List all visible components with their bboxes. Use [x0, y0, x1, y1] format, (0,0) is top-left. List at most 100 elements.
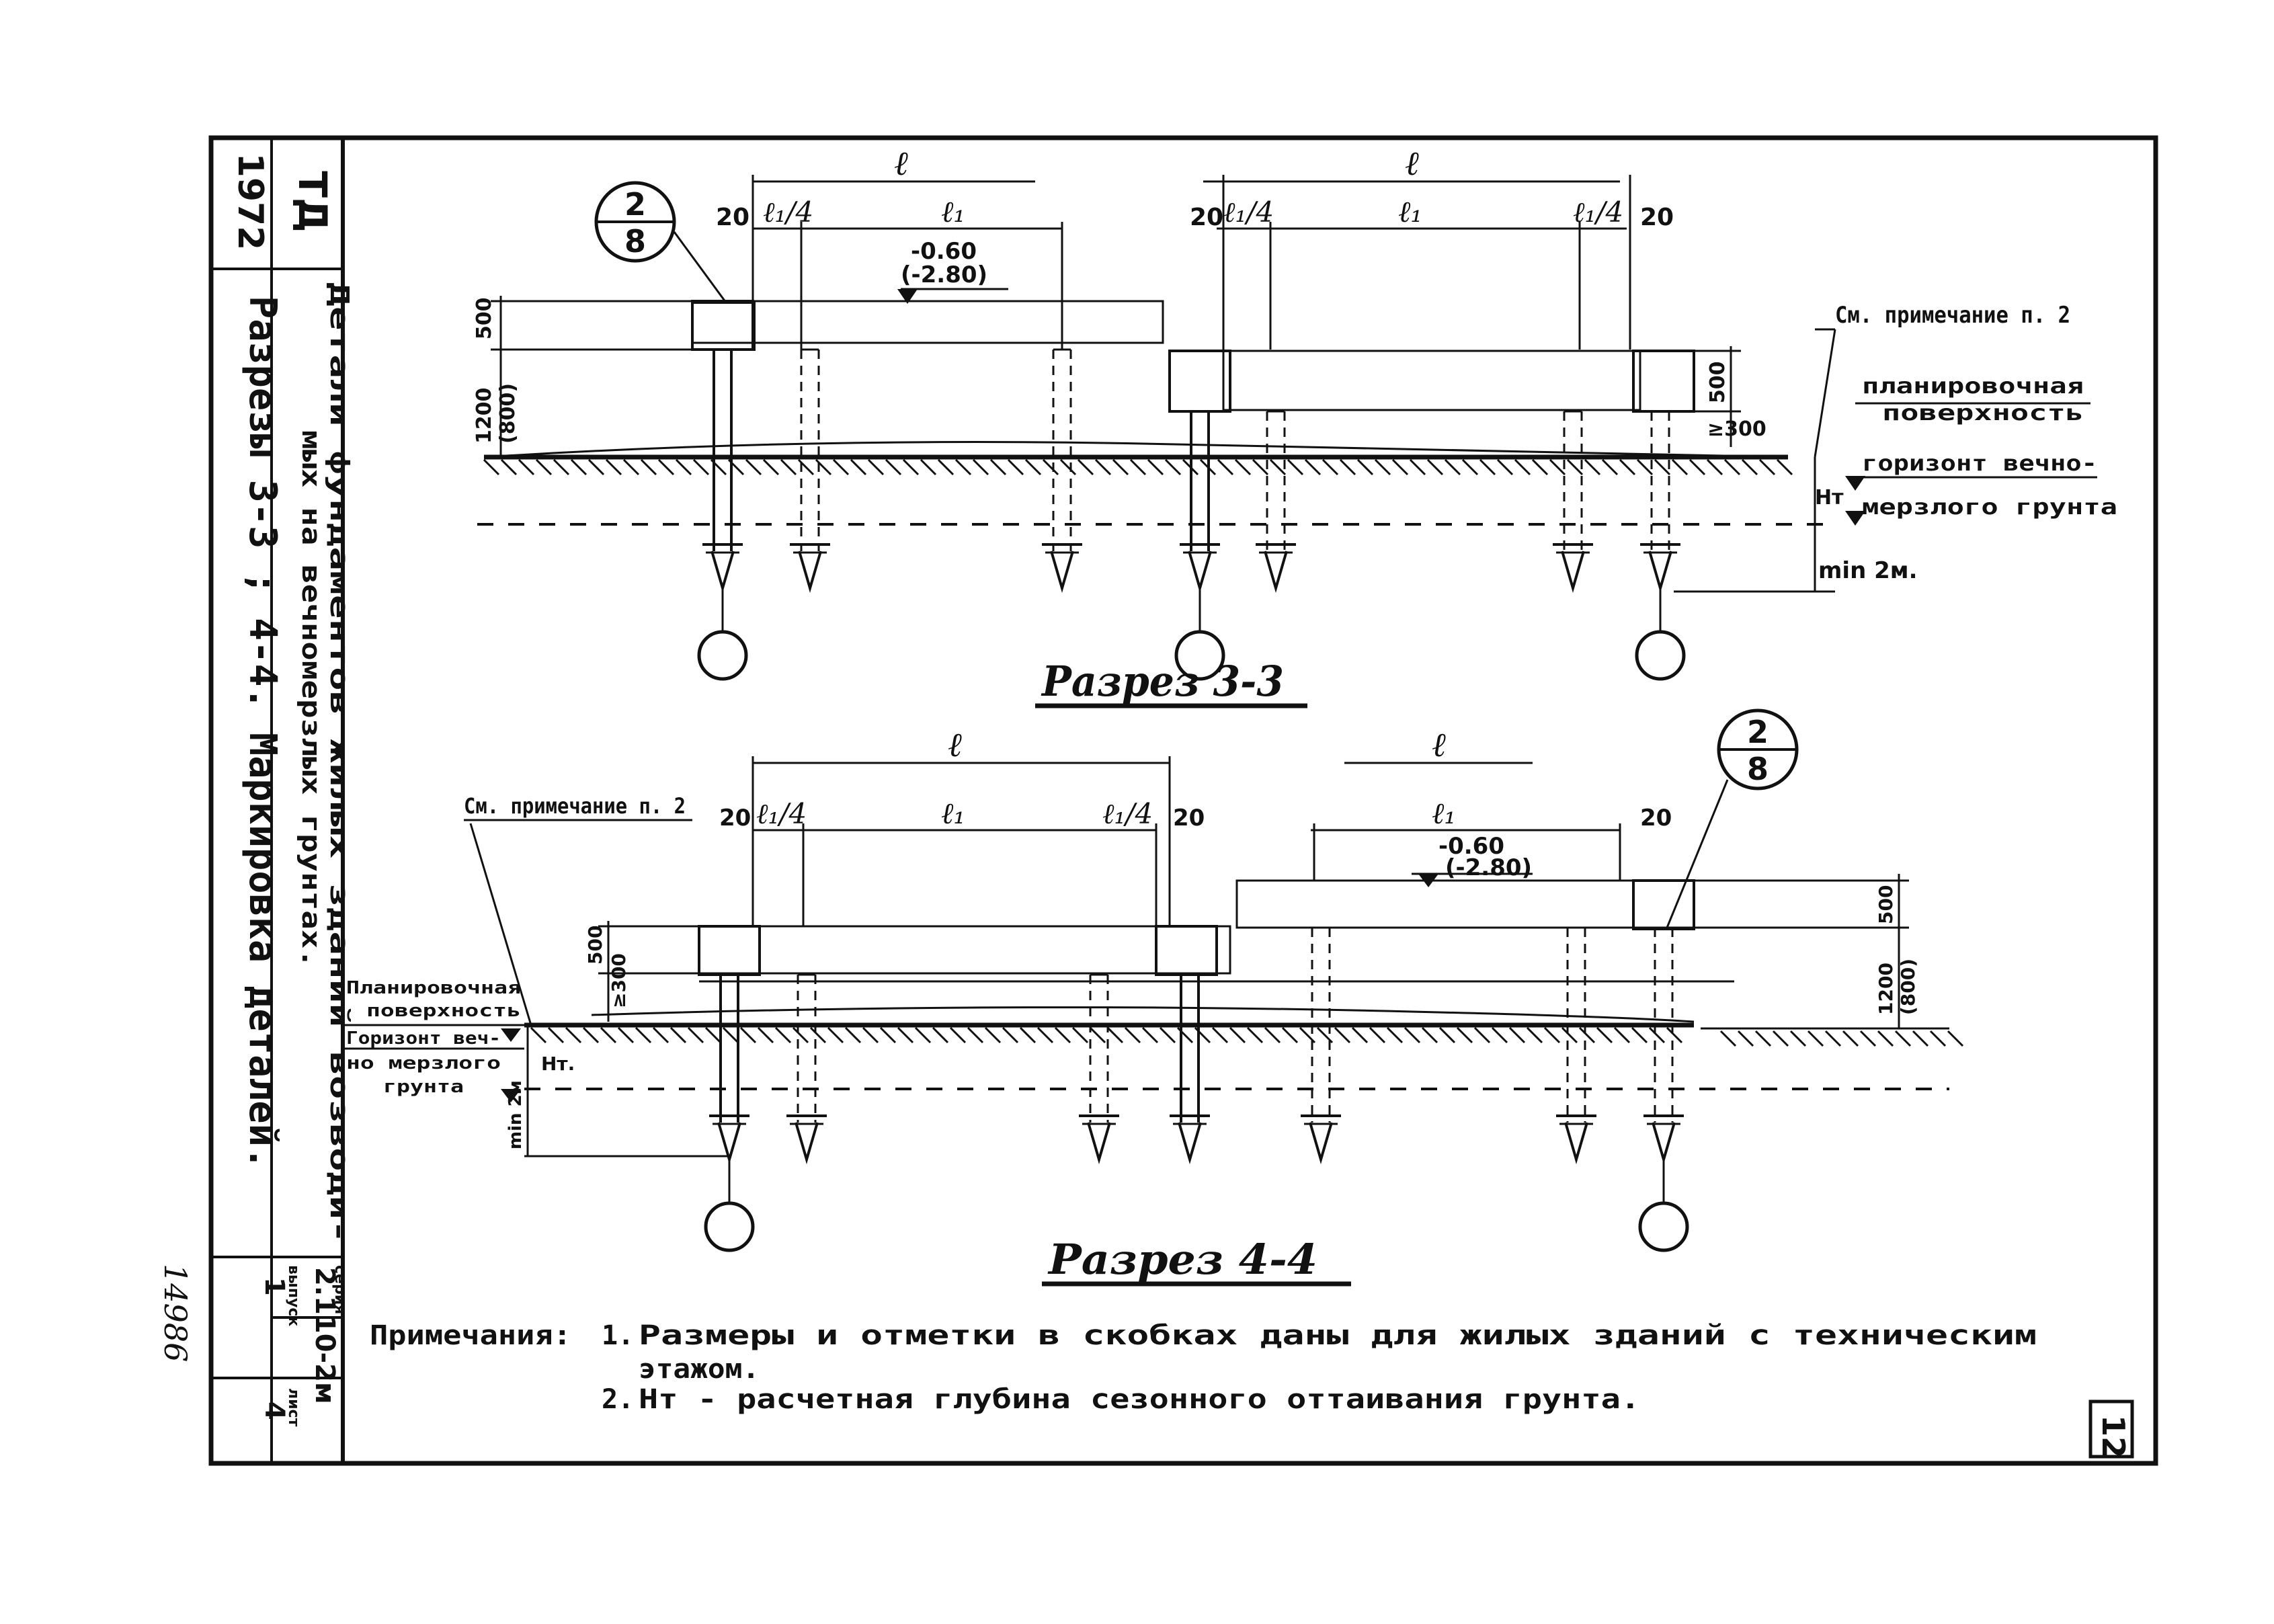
ground-hatch-stroke — [1444, 458, 1461, 476]
page-number: 12 — [2095, 1415, 2131, 1458]
ground-hatch-stroke — [1269, 458, 1287, 476]
ground-hatch-stroke — [1754, 1030, 1772, 1047]
label-3-3-surface-2: поверхность — [1882, 400, 2084, 425]
ground-hatch-stroke — [897, 1026, 914, 1044]
ground-hatch-stroke — [1217, 458, 1234, 476]
ground-hatch-stroke — [780, 458, 797, 476]
pile-tip — [1648, 551, 1672, 594]
ground-hatch-stroke — [1426, 458, 1444, 476]
ground-hatch-stroke — [1654, 458, 1671, 476]
ground-hatch-stroke — [1129, 458, 1147, 476]
stamp-sheet-value: 4 — [259, 1402, 290, 1420]
ground-hatch-stroke — [879, 1026, 897, 1044]
ground-hatch-stroke — [1473, 1026, 1491, 1044]
ground-hatch-stroke — [675, 458, 692, 476]
label-3-3-permafrost-1: горизонт вечно- — [1862, 450, 2097, 476]
label-4-4-ht: Нт. — [541, 1053, 575, 1075]
pile-tip — [798, 551, 822, 594]
stamp-archive-no: 14986 — [157, 1264, 194, 1362]
stamp-title-line3: Разрезы 3-3 ; 4-4. Маркировка деталей. — [241, 296, 284, 1170]
ground-hatch-stroke — [1024, 458, 1042, 476]
ground-hatch-stroke — [967, 1026, 984, 1044]
ground-hatch-stroke — [844, 1026, 862, 1044]
dim-3-3-800: (800) — [496, 383, 520, 444]
stamp-issue-label: выпуск — [285, 1265, 302, 1326]
notes-item1-line2: этажом. — [639, 1354, 760, 1385]
ground-hatch-stroke — [1894, 1030, 1912, 1047]
ground-hatch-stroke — [1947, 1030, 1964, 1047]
ground-hatch-stroke — [1356, 458, 1374, 476]
ground-hatch-stroke — [1106, 1026, 1124, 1044]
ground-hatch-stroke — [1264, 1026, 1281, 1044]
ground-hatch-stroke — [1386, 1026, 1404, 1044]
elev-3-3-bottom: (-2.80) — [901, 261, 987, 288]
ground-hatch-stroke — [1671, 458, 1689, 476]
ground-hatch-stroke — [1234, 458, 1252, 476]
ground-hatch-stroke — [1124, 1026, 1141, 1044]
ground-hatch-stroke — [1229, 1026, 1246, 1044]
dim-4-4-20-b: 20 — [1173, 805, 1205, 831]
ground-hatch-stroke — [1859, 1030, 1877, 1047]
dim-3-3-300: ≥300 — [1707, 417, 1767, 441]
notes-item1-line1: Размеры и отметки в скобках даны для жил… — [639, 1320, 2037, 1351]
ground-hatch-stroke — [1211, 1026, 1229, 1044]
ground-hatch-stroke — [1281, 1026, 1299, 1044]
ground-hatch-stroke — [902, 458, 920, 476]
dim-3-3-l1-b: ℓ₁ — [1398, 195, 1422, 229]
ground-hatch-stroke — [657, 458, 675, 476]
ground-hatch-stroke — [1409, 458, 1426, 476]
ground-hatch-stroke — [1824, 1030, 1842, 1047]
label-4-4-surface-1: Планировочная — [346, 978, 521, 998]
ground-hatch-stroke — [1054, 1026, 1071, 1044]
ground-hatch-stroke — [687, 1026, 704, 1044]
ground-hatch-stroke — [669, 1026, 687, 1044]
ground-hatch-stroke — [500, 458, 518, 476]
ground-hatch-stroke — [1543, 1026, 1561, 1044]
label-4-4-permafrost-3: грунта — [383, 1077, 464, 1097]
ground-hatch-stroke — [1456, 1026, 1473, 1044]
dim-4-4-l14-b: ℓ₁/4 — [1102, 797, 1153, 830]
ground-hatch-stroke — [1094, 458, 1112, 476]
pile — [1635, 410, 1686, 681]
ground-hatch-stroke — [885, 458, 902, 476]
ground-hatch-stroke — [949, 1026, 967, 1044]
pile — [704, 975, 755, 1252]
ground-hatch-stroke — [739, 1026, 757, 1044]
ground-hatch-stroke — [1339, 458, 1356, 476]
ground-hatch-stroke — [1842, 1030, 1859, 1047]
stamp-series-label: серия — [331, 1265, 348, 1314]
dim-3-3-1200: 1200 — [473, 388, 496, 444]
notes-item1-num: 1. — [602, 1320, 634, 1351]
notes-item2-text: Нт - расчетная глубина сезонного оттаива… — [639, 1384, 1640, 1415]
section-3-3-title: Разрез 3-3 — [1041, 657, 1284, 706]
pile-tip — [1309, 1122, 1333, 1165]
dim-3-3-l14-a: ℓ₁/4 — [763, 196, 813, 229]
ground-hatch-stroke — [1601, 458, 1619, 476]
dim-3-3-l14-c: ℓ₁/4 — [1573, 196, 1623, 229]
ground-hatch-stroke — [1159, 1026, 1176, 1044]
stamp-title-line2: мых на вечномерзлых грунтах. — [296, 430, 326, 968]
dim-3-3-500-right: 500 — [1706, 361, 1730, 403]
ground-hatch-stroke — [1526, 1026, 1543, 1044]
ground-hatch-stroke — [1002, 1026, 1019, 1044]
callout-4-4-top: 2 — [1747, 714, 1769, 750]
ground-hatch-stroke — [1689, 458, 1706, 476]
ground-hatch-stroke — [932, 1026, 949, 1044]
page-number-box: 12 — [2088, 1399, 2134, 1459]
pile-marker-circle — [1174, 630, 1225, 681]
dim-4-4-l1-a: ℓ₁ — [941, 797, 965, 831]
ground-hatch-stroke — [1706, 458, 1723, 476]
dim-4-4-l1-b: ℓ₁ — [1432, 797, 1456, 831]
ground-hatch-stroke — [1758, 458, 1776, 476]
stamp-series-value: 2.110-2м — [309, 1267, 340, 1404]
ground-hatch-stroke — [1912, 1030, 1929, 1047]
pile-tip — [710, 551, 735, 594]
ground-hatch-stroke — [565, 1026, 582, 1044]
pile-tip — [717, 1122, 741, 1165]
ground-hatch-stroke — [483, 458, 500, 476]
ground-hatch-stroke — [1648, 1026, 1666, 1044]
pile-marker-circle — [697, 630, 748, 681]
label-4-4-permafrost-1: Горизонт веч- — [346, 1028, 501, 1049]
ground-hatch-stroke — [1737, 1030, 1754, 1047]
ground-hatch-stroke — [605, 458, 622, 476]
